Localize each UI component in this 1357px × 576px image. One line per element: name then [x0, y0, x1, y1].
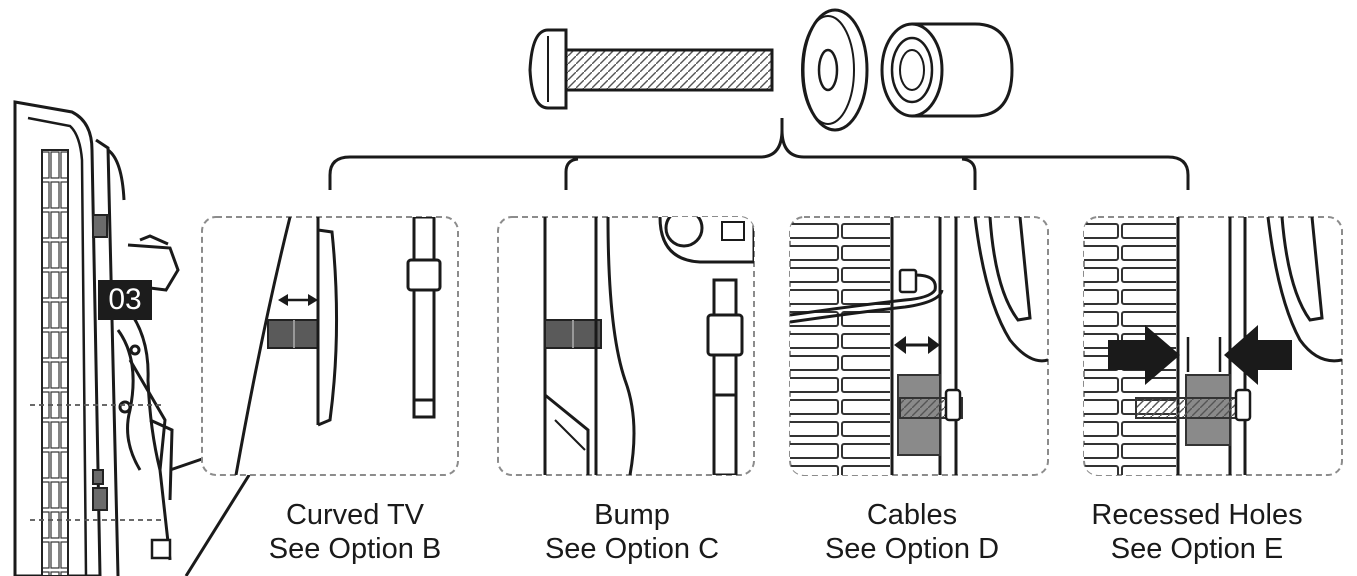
option-title: Bump — [594, 499, 670, 531]
option-caption-recessed-holes: Recessed Holes See Option E — [1077, 498, 1317, 566]
detail-panel-cables — [789, 216, 1049, 476]
option-title: Recessed Holes — [1091, 499, 1303, 531]
screw-part — [528, 28, 774, 110]
detail-panel-recessed-holes — [1083, 216, 1343, 476]
brace-connector — [328, 118, 1190, 190]
option-title: Curved TV — [285, 499, 425, 531]
washer-part — [801, 8, 869, 132]
option-caption-cables: Cables See Option D — [792, 498, 1032, 566]
option-caption-curved-tv: Curved TV See Option B — [235, 498, 475, 566]
detail-panel-curved-tv — [201, 216, 459, 476]
detail-panel-bump — [497, 216, 755, 476]
option-subtitle: See Option E — [1110, 533, 1284, 565]
option-subtitle: See Option B — [268, 533, 442, 565]
step-number-badge: 03 — [98, 280, 152, 320]
tv-side-view — [13, 100, 206, 576]
option-subtitle: See Option D — [824, 533, 1000, 565]
spacer-part — [880, 22, 1014, 118]
option-caption-bump: Bump See Option C — [512, 498, 752, 566]
gap-arrow-curved — [278, 294, 318, 306]
option-subtitle: See Option C — [544, 533, 720, 565]
option-title: Cables — [866, 499, 958, 531]
